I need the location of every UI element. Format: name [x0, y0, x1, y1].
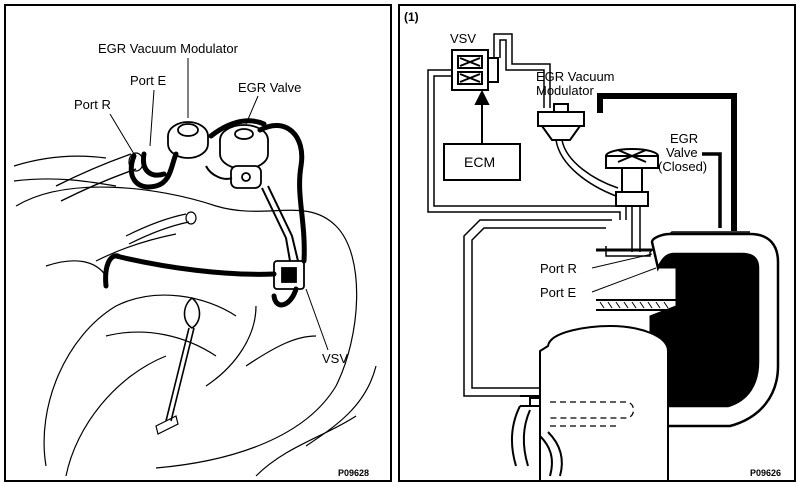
label-port-e: Port E	[130, 73, 167, 88]
label-vsv: VSV	[450, 31, 477, 46]
label-ecm: ECM	[464, 154, 496, 170]
egr-system-schematic: (1) VSV ECM EGR Vacuum Modulator EGR Val…	[398, 4, 796, 482]
label-vsv: VSV	[322, 351, 349, 366]
label-egr-valve: EGR Valve	[238, 80, 302, 95]
label-port-r: Port R	[540, 261, 577, 276]
engine-bay-illustration: EGR Vacuum Modulator Port E Port R EGR V…	[4, 4, 392, 482]
ecm-box	[443, 143, 521, 181]
figure-code: P09626	[750, 468, 782, 478]
label-egr-line2: Valve	[666, 145, 698, 160]
figure-code: P09628	[338, 468, 370, 478]
label-port-e: Port E	[540, 285, 577, 300]
panel-number: (1)	[404, 10, 419, 24]
label-modulator-line1: EGR Vacuum	[536, 69, 615, 84]
label-egr-line1: EGR	[670, 131, 699, 146]
label-egr-vacuum-modulator: EGR Vacuum Modulator	[98, 41, 238, 56]
label-modulator-line2: Modulator	[536, 83, 594, 98]
engine-bay-drawing	[13, 58, 377, 477]
label-egr-line3: (Closed)	[658, 159, 708, 174]
label-port-r: Port R	[74, 97, 111, 112]
schematic-drawing	[427, 33, 780, 480]
